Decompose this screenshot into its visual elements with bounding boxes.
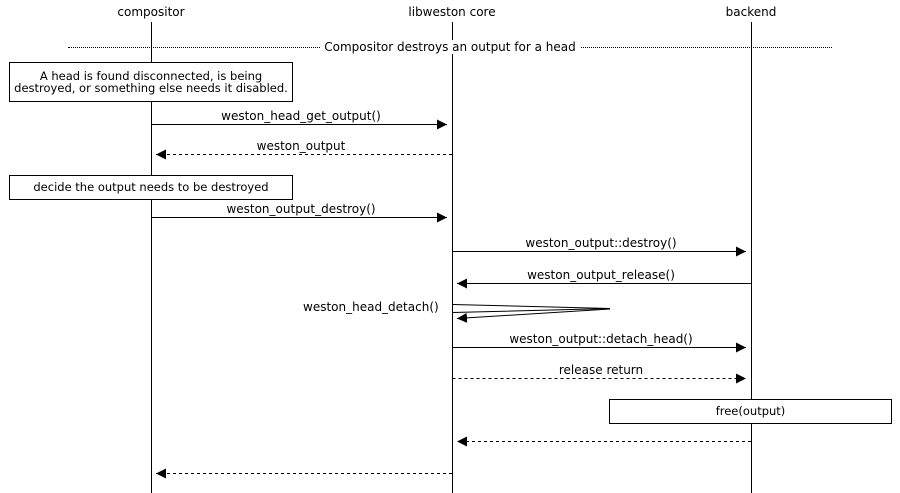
section-divider-label: Compositor destroys an output for a head [320,40,580,54]
note-free-output: free(output) [609,399,892,424]
note-head-disconnected: A head is found disconnected, is being d… [9,62,293,102]
msg-label-weston-output-return: weston_output [253,139,349,153]
actor-label-compositor: compositor [117,5,185,19]
msg-label-weston-output-detach-head: weston_output::detach_head() [506,332,696,346]
msg-label-weston-output-colon-destroy: weston_output::destroy() [522,236,680,250]
actor-label-backend: backend [725,5,777,19]
arrow-weston-head-detach-self-return [456,308,611,323]
msg-label-release-return: release return [555,363,647,377]
msg-label-weston-output-release: weston_output_release() [524,268,678,282]
lifeline-backend [751,22,752,493]
lifeline-libweston-core [452,22,453,493]
arrow-weston-head-detach-self [452,304,611,313]
msg-label-weston-output-destroy: weston_output_destroy() [223,202,379,216]
note-decide-destroy: decide the output needs to be destroyed [9,175,293,200]
msg-label-weston-head-detach: weston_head_detach() [300,300,442,314]
lifeline-compositor [151,22,152,493]
msg-label-weston-head-get-output: weston_head_get_output() [218,109,384,123]
actor-label-libweston-core: libweston core [408,5,496,19]
